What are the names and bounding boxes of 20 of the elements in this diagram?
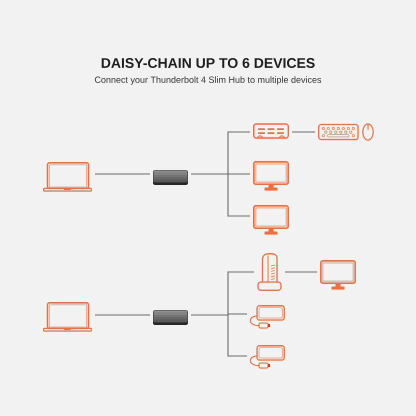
portable-drive-icon (250, 305, 285, 329)
laptop-icon (43, 162, 92, 192)
portable-drive-icon (250, 345, 285, 369)
monitor-icon (253, 205, 289, 234)
adapter-icon (253, 123, 289, 139)
hub-device (153, 170, 188, 185)
subtitle: Connect your Thunderbolt 4 Slim Hub to multiple devices (94, 76, 322, 85)
laptop-icon (43, 302, 92, 332)
connector-line (228, 271, 254, 273)
monitor-icon (253, 161, 289, 190)
connector-line (228, 131, 250, 133)
docking-station-icon (257, 253, 282, 291)
hub-device (153, 310, 188, 325)
connector-line (228, 313, 247, 315)
connector-line (228, 215, 250, 217)
monitor-icon (320, 260, 356, 290)
keyboard-mouse-icon (318, 123, 374, 141)
connector-line (228, 355, 247, 357)
title: DAISY-CHAIN UP TO 6 DEVICES (102, 58, 315, 68)
connector-line (228, 173, 250, 175)
